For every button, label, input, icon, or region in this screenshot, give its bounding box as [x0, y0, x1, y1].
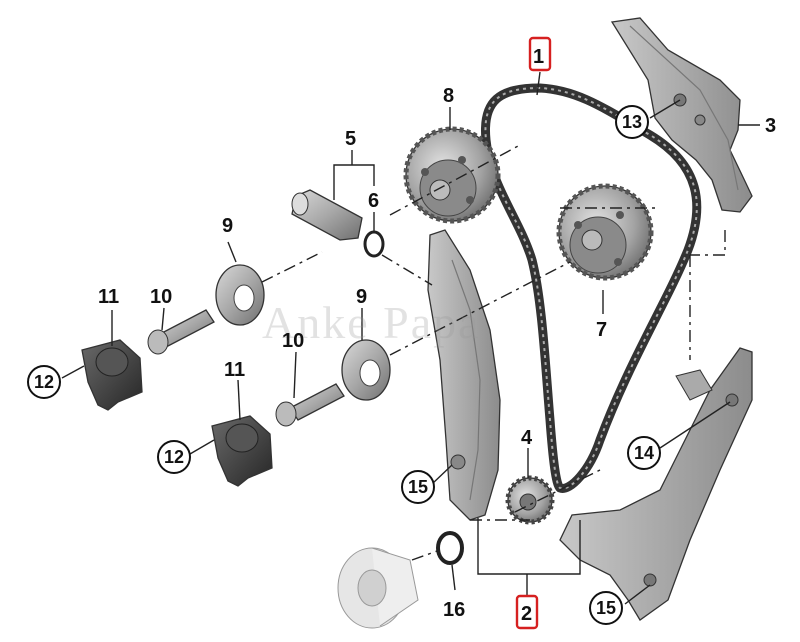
highlight-box-1: [528, 36, 552, 72]
callout-15a: 15: [408, 477, 428, 497]
sealing-ring-6: [363, 230, 385, 258]
callout-6: 6: [368, 190, 379, 212]
callout-1: 1: [533, 46, 544, 68]
callout-2: 2: [521, 603, 532, 625]
chain-tensioner-5: [291, 189, 363, 241]
crank-hub: [337, 547, 419, 629]
guide-rail-right: [559, 347, 753, 621]
timing-chain: [480, 83, 702, 493]
bearing-washer-9b: [341, 339, 391, 401]
callout-13: 13: [622, 112, 642, 132]
bolt-10b: [275, 383, 345, 427]
bearing-washer-9a: [215, 264, 265, 326]
callout-12b-badge: 12: [157, 440, 191, 474]
crankshaft-sprocket: [505, 475, 555, 525]
callout-10a: 10: [150, 286, 172, 308]
solenoid-valve-b: [211, 415, 273, 487]
callout-15a-badge: 15: [401, 470, 435, 504]
callout-9a: 9: [222, 215, 233, 237]
callout-7: 7: [596, 319, 607, 341]
callout-8: 8: [443, 85, 454, 107]
callout-15b-badge: 15: [589, 591, 623, 625]
callout-13-badge: 13: [615, 105, 649, 139]
callout-15b: 15: [596, 598, 616, 618]
watermark: Anke Papa: [262, 297, 481, 348]
callout-11a: 11: [98, 286, 119, 308]
upper-chain-guide: [610, 17, 753, 213]
callout-11b: 11: [224, 359, 245, 381]
callout-10b: 10: [282, 330, 304, 352]
bolt-10a: [147, 309, 215, 355]
sealing-ring-16: [436, 531, 464, 565]
callout-14: 14: [634, 443, 654, 463]
callout-14-badge: 14: [627, 436, 661, 470]
camshaft-adjuster-8: [403, 126, 501, 224]
callout-12a-badge: 12: [27, 365, 61, 399]
callout-9b: 9: [356, 286, 367, 308]
camshaft-adjuster-7: [556, 183, 654, 281]
solenoid-valve-a: [81, 339, 143, 411]
leader-lines: [61, 71, 760, 605]
highlight-box-2: [515, 594, 539, 630]
callout-4: 4: [521, 427, 533, 449]
callout-5: 5: [345, 128, 356, 150]
callout-3: 3: [765, 115, 776, 137]
tensioning-rail: [427, 229, 501, 521]
callout-16: 16: [443, 599, 465, 621]
callout-12a: 12: [34, 372, 54, 392]
callout-12b: 12: [164, 447, 184, 467]
